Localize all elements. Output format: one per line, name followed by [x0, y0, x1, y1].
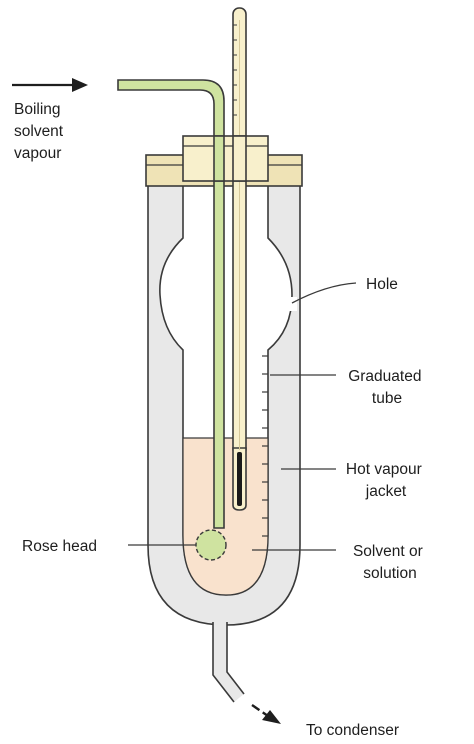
- solvent-liquid: [182, 437, 269, 596]
- vapour-arrow-head: [72, 78, 88, 92]
- inlet-tube-through-stopper: [213, 135, 225, 182]
- label-hole: Hole: [366, 276, 398, 293]
- mercury-column: [237, 452, 242, 506]
- condenser-arrow-head: [262, 710, 281, 724]
- label-hot-vapour-jacket: Hot vapour jacket: [346, 461, 426, 500]
- thermometer-through-stopper: [232, 135, 247, 182]
- condenser-arrow-line: [251, 704, 269, 717]
- thermometer-scale: [233, 24, 237, 116]
- vapour-inlet-tube: [117, 79, 225, 529]
- label-rose-head: Rose head: [22, 538, 97, 555]
- label-graduated-tube: Graduated tube: [348, 368, 426, 407]
- hole-gap: [287, 297, 297, 311]
- graduation-marks: [262, 355, 268, 537]
- drain-tube: [213, 620, 244, 702]
- stopper: [182, 135, 269, 182]
- rose-head: [195, 529, 227, 561]
- label-to-condenser: To condenser: [306, 722, 399, 739]
- leader-hole: [291, 282, 357, 304]
- label-vapour-in: Boiling solvent vapour: [14, 101, 67, 162]
- leader-lines: [128, 282, 357, 551]
- label-solvent: Solvent or solution: [353, 543, 427, 582]
- drain-tube-outline: [212, 622, 245, 703]
